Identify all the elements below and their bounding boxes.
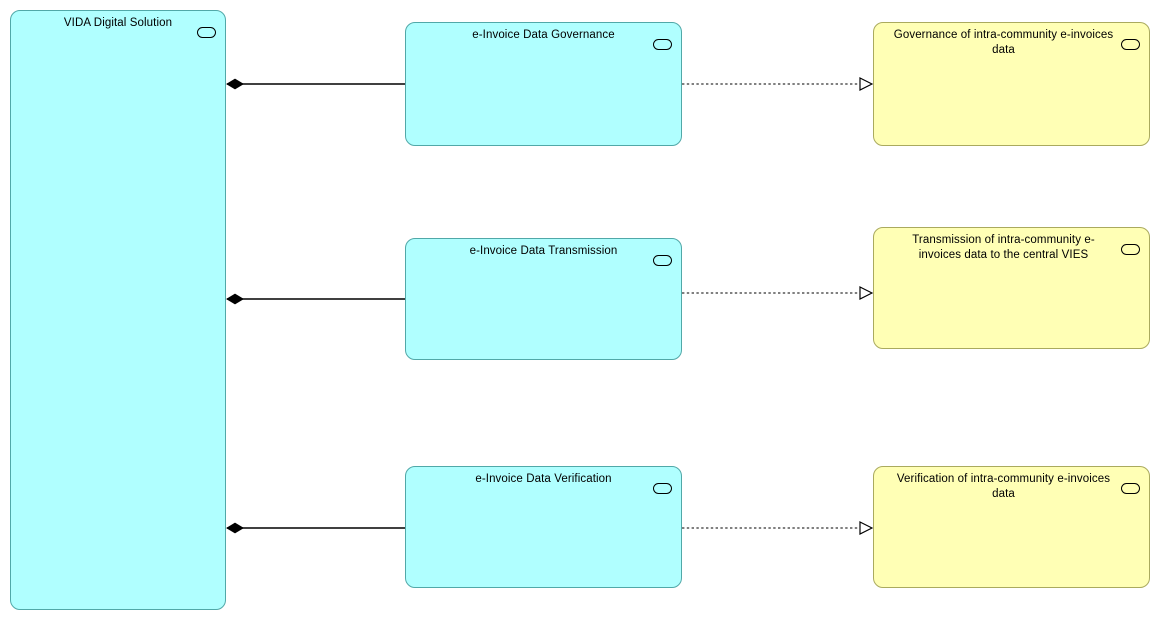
element-label: VIDA Digital Solution <box>63 17 173 29</box>
element-vida-digital-solution[interactable]: VIDA Digital Solution <box>10 10 226 610</box>
application-service-icon <box>653 483 672 494</box>
element-label: Transmission of intra-community e- invoi… <box>912 234 1095 261</box>
element-label: Verification of intra-community e-invoic… <box>896 473 1111 500</box>
element-transmission-of-intra-community-e-invoices-data-to-the-central-vies[interactable]: Transmission of intra-community e- invoi… <box>873 227 1150 349</box>
application-service-icon <box>1121 39 1140 50</box>
application-service-icon <box>1121 483 1140 494</box>
application-service-icon <box>1121 244 1140 255</box>
element-verification-of-intra-community-e-invoices-data[interactable]: Verification of intra-community e-invoic… <box>873 466 1150 588</box>
application-service-icon <box>197 27 216 38</box>
element-e-invoice-data-verification[interactable]: e-Invoice Data Verification <box>405 466 682 588</box>
element-label: e-Invoice Data Transmission <box>469 245 618 257</box>
application-service-icon <box>653 39 672 50</box>
element-governance-of-intra-community-e-invoices-data[interactable]: Governance of intra-community e-invoices… <box>873 22 1150 146</box>
element-e-invoice-data-governance[interactable]: e-Invoice Data Governance <box>405 22 682 146</box>
element-label: e-Invoice Data Verification <box>475 473 612 485</box>
element-e-invoice-data-transmission[interactable]: e-Invoice Data Transmission <box>405 238 682 360</box>
element-label: e-Invoice Data Governance <box>472 29 615 41</box>
application-service-icon <box>653 255 672 266</box>
element-label: Governance of intra-community e-invoices… <box>893 29 1114 56</box>
